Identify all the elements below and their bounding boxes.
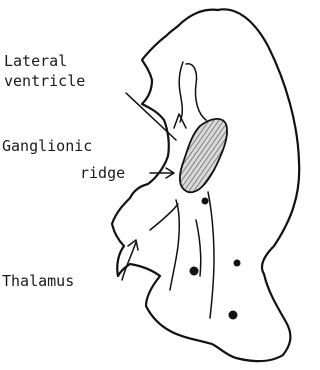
inner-wall-mid xyxy=(150,204,178,230)
label-ganglionic-line2: ridge xyxy=(80,164,125,182)
label-lateral-line1: Lateral xyxy=(4,52,67,70)
ganglionic-ridge-shape xyxy=(180,119,227,192)
label-lateral-line2: ventricle xyxy=(4,72,85,90)
ventricle-inner-wall xyxy=(186,64,206,120)
dot-3 xyxy=(234,260,241,267)
label-thalamus: Thalamus xyxy=(2,272,74,290)
lateral-ventricle-pointer xyxy=(126,93,176,140)
lateral-ventricle-cavity xyxy=(179,62,183,122)
inner-wall-left xyxy=(170,200,179,290)
inner-wall-right xyxy=(208,192,214,318)
dot-1 xyxy=(202,198,209,205)
dot-4 xyxy=(229,311,238,320)
section-outline xyxy=(112,9,299,361)
dot-2 xyxy=(190,267,199,276)
label-ganglionic-line1: Ganglionic xyxy=(2,137,92,155)
